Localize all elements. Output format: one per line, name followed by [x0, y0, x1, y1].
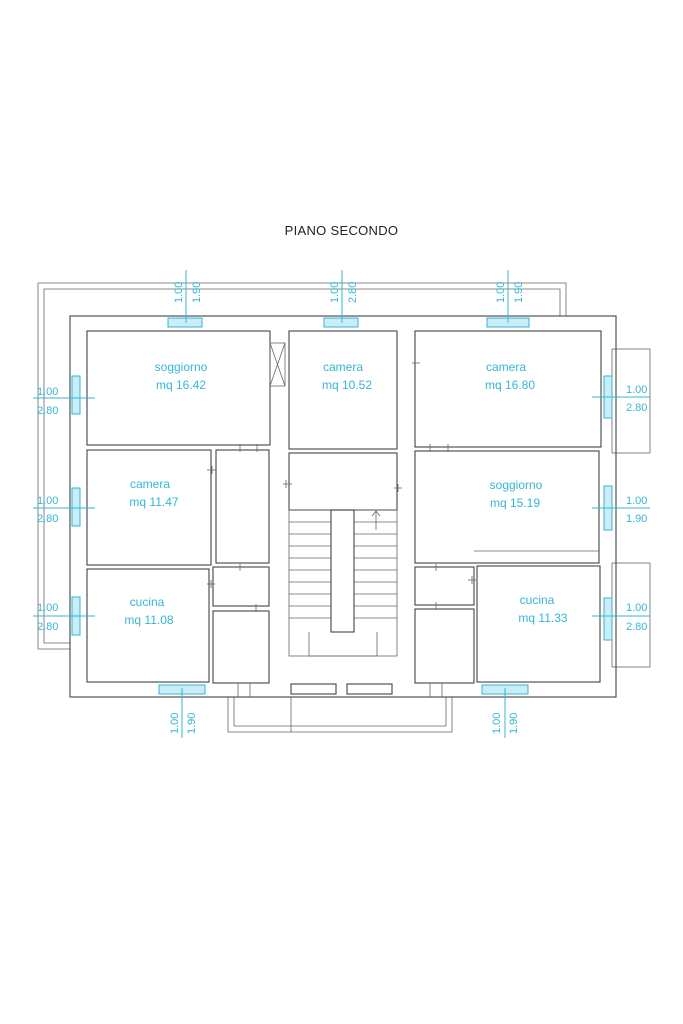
dim-top-left-b: 1.90	[191, 282, 203, 303]
dim-top-mid-a: 1.00	[329, 282, 341, 303]
window-left-1	[71, 375, 81, 415]
room-camera-n	[288, 330, 398, 450]
room-bath-w	[212, 610, 270, 684]
balcony-outline	[37, 282, 567, 650]
window-right-3	[603, 597, 613, 641]
room-hall-w	[215, 449, 270, 564]
room-area: mq 10.52	[322, 378, 372, 392]
room-camera-w-label: camera mq 11.47	[129, 477, 178, 509]
room-name: camera	[323, 360, 363, 374]
stairwell	[288, 452, 398, 695]
room-name: cucina	[520, 593, 555, 607]
window-top-mid	[323, 317, 359, 328]
room-camera-n-label: camera mq 10.52	[322, 360, 372, 392]
room-soggiorno-nw	[86, 330, 271, 446]
room-area: mq 11.33	[518, 611, 567, 625]
room-cucina-se	[476, 565, 601, 683]
room-name: camera	[130, 477, 170, 491]
dim-bottom-right-b: 1.90	[508, 713, 520, 734]
dim-right-1-b: 2.80	[626, 402, 647, 414]
dim-right-1-a: 1.00	[626, 384, 647, 396]
page-title: PIANO SECONDO	[284, 223, 399, 238]
room-cucina-se-label: cucina mq 11.33	[518, 593, 567, 625]
room-name: soggiorno	[490, 478, 543, 492]
balcony-east-1	[611, 348, 651, 454]
dim-bottom-left-a: 1.00	[169, 713, 181, 734]
room-camera-ne-label: camera mq 16.80	[485, 360, 535, 392]
dim-left-1-a: 1.00	[37, 386, 58, 398]
dim-top-right-b: 1.90	[513, 282, 525, 303]
dim-top-left-a: 1.00	[173, 282, 185, 303]
room-cucina-sw-label: cucina mq 11.08	[124, 595, 173, 627]
dim-top-mid-b: 2.80	[347, 282, 359, 303]
room-area: mq 11.08	[124, 613, 173, 627]
room-closet-w	[212, 566, 270, 607]
dim-left-3-a: 1.00	[37, 602, 58, 614]
room-bath-e	[414, 608, 475, 684]
dim-top-right-a: 1.00	[495, 282, 507, 303]
room-name: camera	[486, 360, 526, 374]
room-soggiorno-e-label: soggiorno mq 15.19	[490, 478, 543, 510]
room-name: cucina	[130, 595, 165, 609]
dim-left-2-b: 2.80	[37, 513, 58, 525]
dim-right-3-b: 2.80	[626, 621, 647, 633]
dim-left-3-b: 2.80	[37, 621, 58, 633]
room-soggiorno-nw-label: soggiorno mq 16.42	[155, 360, 208, 392]
room-area: mq 15.19	[490, 496, 540, 510]
dim-bottom-right-a: 1.00	[491, 713, 503, 734]
dim-right-2-b: 1.90	[626, 513, 647, 525]
room-name: soggiorno	[155, 360, 208, 374]
room-cucina-sw	[86, 568, 210, 683]
dim-left-1-b: 2.80	[37, 405, 58, 417]
dim-right-3-a: 1.00	[626, 602, 647, 614]
room-area: mq 16.80	[485, 378, 535, 392]
balcony-south	[227, 697, 453, 733]
window-top-left	[167, 317, 203, 328]
shaft	[269, 342, 286, 387]
window-left-2	[71, 487, 81, 527]
room-soggiorno-e	[414, 450, 600, 564]
room-camera-ne	[414, 330, 602, 448]
room-area: mq 11.47	[129, 495, 178, 509]
dim-right-2-a: 1.00	[626, 495, 647, 507]
dim-left-2-a: 1.00	[37, 495, 58, 507]
room-closet-e	[414, 566, 475, 606]
outer-wall	[69, 315, 617, 698]
room-area: mq 16.42	[156, 378, 206, 392]
dim-bottom-left-b: 1.90	[186, 713, 198, 734]
balcony-east-2	[611, 562, 651, 668]
